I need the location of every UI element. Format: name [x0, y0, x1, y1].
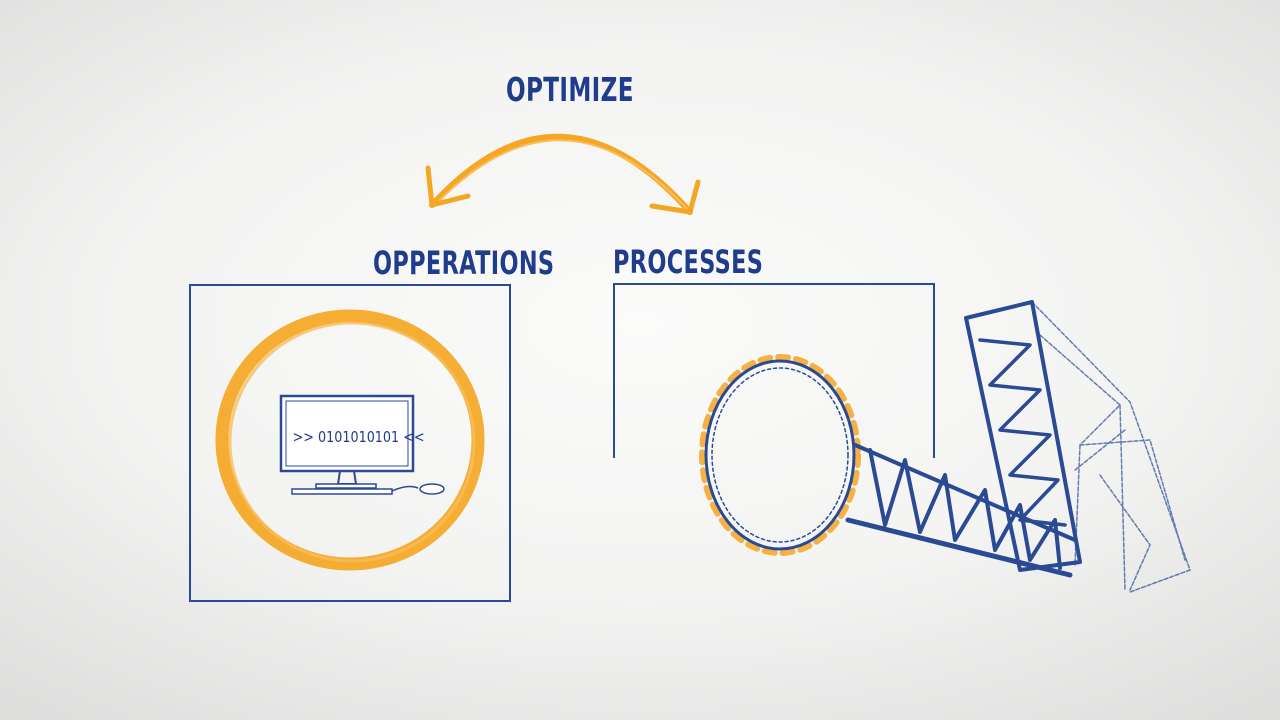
processes-box [613, 283, 935, 458]
operations-box [189, 284, 511, 602]
processes-label: PROCESSES [613, 243, 764, 281]
monitor-screen-text: >> 0101010101 << [292, 428, 425, 446]
operations-label: OPPERATIONS [373, 244, 555, 282]
optimize-title: OPTIMIZE [506, 70, 634, 109]
